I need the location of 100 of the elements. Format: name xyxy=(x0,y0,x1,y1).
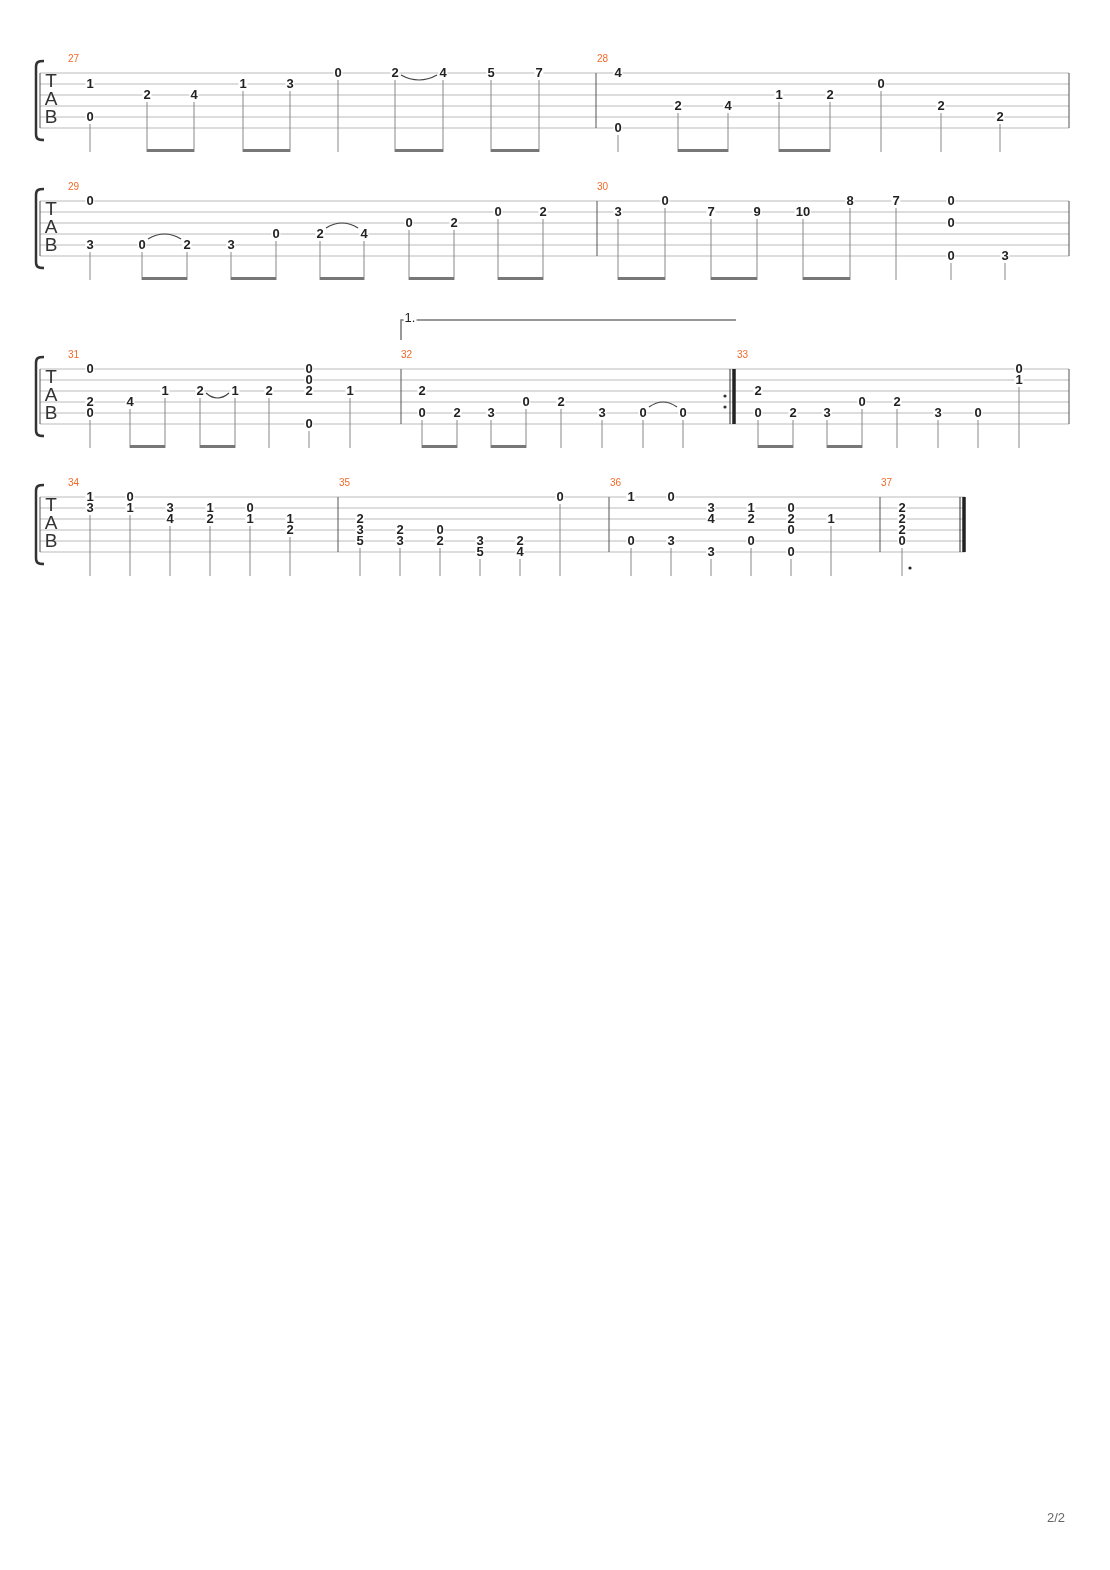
fret-number: 1 xyxy=(85,79,95,89)
fret-number: 0 xyxy=(613,123,623,133)
measure-number: 30 xyxy=(597,181,609,192)
fret-number: 0 xyxy=(304,419,314,429)
fret-number: 0 xyxy=(521,397,531,407)
fret-number: 3 xyxy=(706,503,716,513)
fret-number: 2 xyxy=(315,229,325,239)
fret-number: 1 xyxy=(626,492,636,502)
fret-number: 7 xyxy=(891,196,901,206)
fret-number: 0 xyxy=(638,408,648,418)
measure-number: 32 xyxy=(401,349,413,360)
fret-number: 3 xyxy=(1000,251,1010,261)
fret-number: 4 xyxy=(165,514,175,524)
fret-number: 2 xyxy=(515,536,525,546)
fret-number: 1 xyxy=(746,503,756,513)
tab-clef-letter: T xyxy=(45,369,57,385)
fret-number: 0 xyxy=(85,196,95,206)
measure-number: 33 xyxy=(737,349,749,360)
fret-number: 2 xyxy=(195,386,205,396)
fret-number: 0 xyxy=(417,408,427,418)
tab-clef-letter: T xyxy=(45,73,57,89)
fret-number: 8 xyxy=(845,196,855,206)
fret-number: 2 xyxy=(355,514,365,524)
fret-number: 0 xyxy=(786,547,796,557)
fret-number: 4 xyxy=(515,547,525,557)
fret-number: 0 xyxy=(555,492,565,502)
fret-number: 7 xyxy=(534,68,544,78)
tab-clef-letter: T xyxy=(45,497,57,513)
fret-number: 2 xyxy=(264,386,274,396)
measure-number: 35 xyxy=(339,477,351,488)
fret-number: 2 xyxy=(753,386,763,396)
fret-number: 2 xyxy=(304,386,314,396)
tab-clef-letter: A xyxy=(44,515,58,531)
fret-number: 3 xyxy=(613,207,623,217)
measure-number: 34 xyxy=(68,477,80,488)
fret-number: 1 xyxy=(826,514,836,524)
fret-number: 2 xyxy=(390,68,400,78)
fret-number: 0 xyxy=(876,79,886,89)
measure-number: 31 xyxy=(68,349,80,360)
measure-number: 37 xyxy=(881,477,893,488)
fret-number: 0 xyxy=(304,364,314,374)
fret-number: 3 xyxy=(597,408,607,418)
fret-number: 2 xyxy=(786,514,796,524)
tab-clef-letter: B xyxy=(44,109,58,125)
fret-number: 0 xyxy=(946,196,956,206)
volta-number: 1. xyxy=(403,313,417,323)
fret-number: 1 xyxy=(160,386,170,396)
fret-number: 3 xyxy=(285,79,295,89)
fret-number: 3 xyxy=(486,408,496,418)
fret-number: 7 xyxy=(706,207,716,217)
fret-number: 2 xyxy=(182,240,192,250)
fret-number: 2 xyxy=(936,101,946,111)
measure-number: 29 xyxy=(68,181,80,192)
fret-number: 1 xyxy=(245,514,255,524)
fret-number: 0 xyxy=(125,492,135,502)
fret-number: 2 xyxy=(673,101,683,111)
fret-number: 1 xyxy=(238,79,248,89)
fret-number: 0 xyxy=(1014,364,1024,374)
fret-number: 0 xyxy=(946,251,956,261)
tab-clef-letter: T xyxy=(45,201,57,217)
fret-number: 3 xyxy=(706,547,716,557)
fret-number: 0 xyxy=(333,68,343,78)
fret-number: 4 xyxy=(613,68,623,78)
measure-number: 36 xyxy=(610,477,622,488)
fret-number: 2 xyxy=(897,525,907,535)
tab-clef-letter: B xyxy=(44,533,58,549)
fret-number: 2 xyxy=(142,90,152,100)
fret-number: 1 xyxy=(1014,375,1024,385)
fret-number: 5 xyxy=(486,68,496,78)
fret-number: 2 xyxy=(825,90,835,100)
fret-number: 0 xyxy=(304,375,314,385)
fret-number: 2 xyxy=(788,408,798,418)
fret-number: 0 xyxy=(897,536,907,546)
fret-number: 0 xyxy=(746,536,756,546)
tab-clef-letter: A xyxy=(44,219,58,235)
fret-number: 1 xyxy=(230,386,240,396)
tab-clef-letter: B xyxy=(44,405,58,421)
fret-number: 0 xyxy=(666,492,676,502)
fret-number: 0 xyxy=(753,408,763,418)
fret-number: 3 xyxy=(666,536,676,546)
fret-number: 5 xyxy=(355,536,365,546)
fret-number: 2 xyxy=(892,397,902,407)
fret-number: 4 xyxy=(706,514,716,524)
fret-number: 0 xyxy=(404,218,414,228)
fret-number: 1 xyxy=(285,514,295,524)
tab-clef-letter: A xyxy=(44,91,58,107)
fret-number: 3 xyxy=(85,503,95,513)
fret-number: 4 xyxy=(125,397,135,407)
fret-number: 1 xyxy=(205,503,215,513)
fret-number: 0 xyxy=(946,218,956,228)
fret-number: 1 xyxy=(345,386,355,396)
fret-number: 3 xyxy=(165,503,175,513)
fret-number: 3 xyxy=(475,536,485,546)
fret-number: 2 xyxy=(205,514,215,524)
fret-number: 0 xyxy=(85,112,95,122)
measure-number: 28 xyxy=(597,53,609,64)
fret-number: 2 xyxy=(897,514,907,524)
fret-number: 0 xyxy=(626,536,636,546)
fret-number: 1 xyxy=(85,492,95,502)
fret-number: 4 xyxy=(723,101,733,111)
